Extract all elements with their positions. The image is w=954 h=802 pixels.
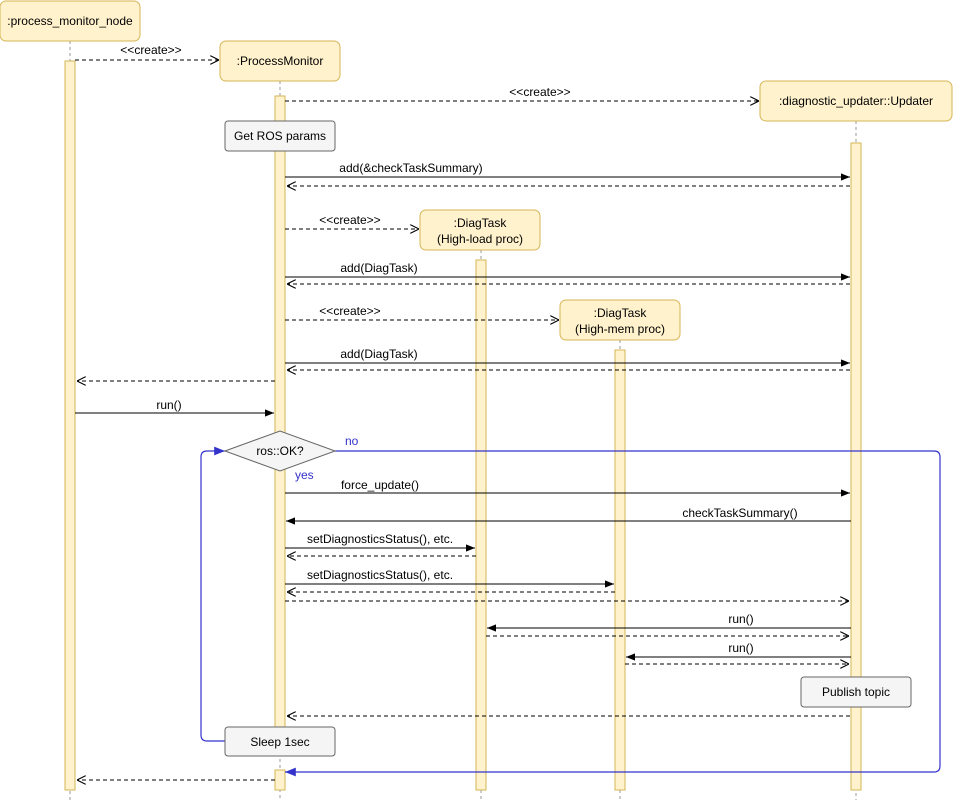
loop-exit-edge (285, 450, 941, 777)
participant-updater: :diagnostic_updater::Updater (759, 80, 953, 122)
activation-pm-end (274, 769, 286, 791)
loop-condition-label: ros::OK? (256, 444, 304, 458)
loop-no-label: no (345, 434, 359, 448)
participant-diag-mem-label: :DiagTask (594, 306, 648, 320)
msg-set-status-mem-label: setDiagnosticsStatus(), etc. (307, 568, 453, 582)
msg-set-status-load-label: setDiagnosticsStatus(), etc. (307, 532, 453, 546)
participant-node: :process_monitor_node (0, 0, 141, 42)
msg-create-diag-mem-label: <<create>> (319, 304, 380, 318)
message-labels: <<create>> <<create>> add(&checkTaskSumm… (120, 43, 797, 655)
note-publish-topic: Publish topic (800, 676, 912, 708)
lifelines (69, 41, 857, 800)
participant-diag-load-sublabel: (High-load proc) (437, 232, 523, 246)
msg-create-pm-label: <<create>> (120, 43, 181, 57)
msg-run-load-label: run() (728, 612, 753, 626)
participant-node-label: :process_monitor_node (7, 14, 133, 28)
msg-run-pm-label: run() (156, 398, 181, 412)
msg-create-updater-label: <<create>> (509, 85, 570, 99)
msg-create-diag-load-label: <<create>> (319, 213, 380, 227)
messages (75, 60, 851, 780)
activation-node (64, 60, 76, 791)
loop-back-edge (200, 446, 225, 742)
loop-yes-label: yes (295, 468, 314, 482)
note-get-params: Get ROS params (224, 120, 336, 152)
note-sleep: Sleep 1sec (224, 726, 336, 757)
msg-force-update-label: force_update() (341, 478, 419, 492)
msg-add-diag-mem-label: add(DiagTask) (340, 347, 417, 361)
msg-run-mem-label: run() (728, 641, 753, 655)
participant-diag-load: :DiagTask (High-load proc) (419, 209, 541, 251)
activation-pm-main (274, 95, 286, 741)
note-sleep-label: Sleep 1sec (250, 735, 309, 749)
activation-updater (850, 142, 862, 791)
msg-add-diag-load-label: add(DiagTask) (340, 261, 417, 275)
participant-pm-label: :ProcessMonitor (237, 54, 324, 68)
msg-add-summary-label: add(&checkTaskSummary) (339, 161, 482, 175)
activation-diag-load (475, 259, 487, 791)
participant-diag-mem: :DiagTask (High-mem proc) (559, 299, 681, 341)
activations (64, 60, 862, 791)
loop-condition: ros::OK? (223, 430, 337, 472)
activation-diag-mem (614, 349, 626, 791)
participant-diag-load-label: :DiagTask (454, 216, 508, 230)
loop-frame (200, 446, 941, 777)
participant-diag-mem-sublabel: (High-mem proc) (575, 322, 665, 336)
note-publish-topic-label: Publish topic (822, 685, 890, 699)
participant-pm: :ProcessMonitor (219, 40, 341, 82)
note-get-params-label: Get ROS params (234, 129, 326, 143)
msg-check-summary-label: checkTaskSummary() (682, 506, 797, 520)
participant-updater-label: :diagnostic_updater::Updater (779, 94, 933, 108)
